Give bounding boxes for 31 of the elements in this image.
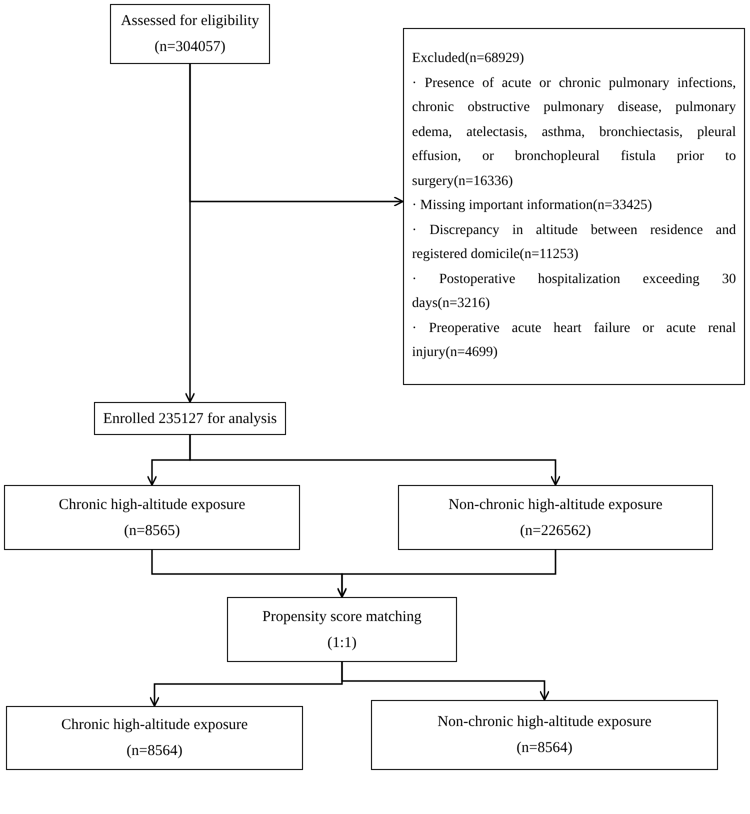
process-box xyxy=(398,485,713,550)
arrow xyxy=(189,64,404,207)
box-text: Chronic high-altitude exposure xyxy=(61,716,248,735)
box-text: Chronic high-altitude exposure xyxy=(58,496,246,514)
box-text: · Discrepancy in altitude between residence and registered domicile(n=11253) xyxy=(412,222,736,264)
box-text: · Presence of acute or chronic pulmonary infections, chronic obstructive pulmonary disease, pulmonary edema, atelectasis, asthma, bronchiectasis, pleural effusion, or bronchopleural fistula prior to surgery(n=16336) xyxy=(412,74,736,191)
arrow xyxy=(341,662,550,701)
box-text: · Missing important information(n=33425) xyxy=(412,197,654,216)
arrow xyxy=(336,550,556,598)
box-text: (n=8565) xyxy=(124,522,180,540)
process-box xyxy=(227,597,457,662)
process-box xyxy=(403,28,745,385)
box-text: · Postoperative hospitalization exceeding 30 days(n=3216) xyxy=(412,270,736,314)
process-box xyxy=(110,4,270,64)
process-box xyxy=(4,485,300,550)
box-text: Excluded(n=68929) xyxy=(412,50,526,68)
box-text: (1:1) xyxy=(327,634,357,652)
process-box xyxy=(94,402,286,435)
box-text: Non-chronic high-altitude exposure xyxy=(437,713,652,732)
arrow xyxy=(189,435,561,486)
process-box xyxy=(6,706,303,770)
box-text: Propensity score matching xyxy=(262,608,422,626)
box-text: · Preoperative acute heart failure or acute renal injury(n=4699) xyxy=(412,320,736,362)
box-text: (n=8564) xyxy=(126,742,182,761)
box-text: (n=8564) xyxy=(516,739,572,758)
process-box xyxy=(371,700,718,770)
box-text: Non-chronic high-altitude exposure xyxy=(448,496,663,514)
box-text: Assessed for eligibility xyxy=(120,12,260,31)
box-text: (n=304057) xyxy=(154,38,226,57)
box-text: Enrolled 235127 for analysis xyxy=(103,410,277,428)
box-text: (n=226562) xyxy=(520,522,591,540)
